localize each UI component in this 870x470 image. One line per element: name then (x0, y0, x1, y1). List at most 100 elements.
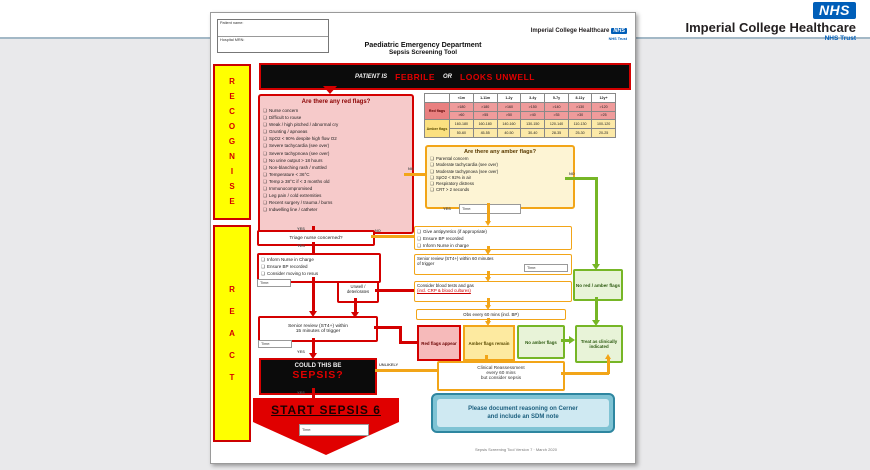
doc-title: Paediatric Emergency Department Sepsis S… (311, 40, 535, 56)
note-line1: Please document reasoning on Cerner (468, 406, 578, 412)
amber-flags-box: Are there any amber flags? ❏Parental con… (425, 145, 575, 209)
unwell-down-line (354, 298, 357, 313)
amber-v-e (487, 318, 490, 322)
yes-label-4: YES (297, 390, 305, 395)
red-arrow-senior (309, 311, 317, 317)
doc-trust-label: NHS Trust (608, 37, 627, 41)
green-arrow1 (592, 264, 600, 270)
amber-arr-d (485, 305, 491, 310)
checkbox-icon: ❏ (263, 143, 268, 149)
inform-time-field: Time: (257, 279, 291, 287)
checklist-item: ❏Nurse concern (263, 108, 299, 113)
redflags-no-line (404, 173, 425, 176)
amber-v-b (487, 246, 490, 251)
checkbox-icon: ❏ (263, 171, 268, 177)
red-flags-box: Are there any red flags? ❏Nurse concern❏… (258, 94, 414, 234)
inform-nurse-list: ❏Inform Nurse in Charge❏Ensure BP record… (261, 256, 377, 277)
trust-label: NHS Trust (824, 35, 856, 42)
checkbox-icon: ❏ (263, 115, 268, 121)
no-red-amber-flags-box: No red / amber flags (573, 269, 623, 301)
checkbox-icon: ❏ (263, 136, 268, 142)
note-line2: and include an SDM note (487, 414, 559, 420)
amber-arr-c (485, 277, 491, 282)
patient-name-field: Patient name: (218, 20, 328, 37)
green-v-line1 (595, 177, 598, 265)
banner-prefix: PATIENT IS (355, 73, 388, 80)
amber-v-f (485, 355, 488, 361)
amber-actions-list: ❏Give antipyretics (if appropriate)❏Ensu… (417, 228, 569, 249)
green-arrow2 (592, 320, 600, 326)
unwell-box: Unwell /deteriorates (337, 281, 379, 303)
green-to-treat-arrow (569, 336, 575, 344)
start-sepsis6-label: START SEPSIS 6 (271, 403, 381, 417)
checklist-item: ❏Temperature < 36°C (263, 171, 310, 177)
sepsis6-time-field: Time: (299, 424, 369, 436)
documentation-note-box: Please document reasoning on Cerner and … (431, 393, 615, 433)
nhs-logo: NHS (812, 2, 856, 19)
checklist-item: ❏No urine output > 18 hours (263, 157, 323, 163)
checkbox-icon: ❏ (263, 129, 268, 135)
checkbox-icon: ❏ (263, 108, 268, 113)
checkbox-icon: ❏ (417, 236, 422, 242)
treat-clinically-box: Treat as clinically indicated (575, 325, 623, 363)
checkbox-icon: ❏ (263, 200, 268, 206)
checkbox-icon: ❏ (263, 186, 268, 192)
red-main-line-c (312, 277, 315, 312)
bloods-to-unwell-line (375, 289, 414, 292)
outcome-red-flags-appear: Red flags appear (417, 325, 461, 361)
amber-v-a (487, 203, 490, 222)
obs-box: Obs every 60 mins (incl. BP) (416, 309, 566, 320)
checklist-item: ❏Severe tachycardia (see over) (263, 143, 330, 149)
red-flags-title: Are there any red flags? (301, 99, 371, 105)
sepsis-question-line2: SEPSIS? (292, 369, 344, 381)
checklist-item: ❏Respiratory distress (430, 181, 475, 187)
yes-label-1: YES (297, 226, 305, 231)
checklist-item: ❏Immunocompromised (263, 186, 313, 192)
checklist-item: ❏Recent surgery / trauma / burns (263, 200, 333, 206)
doc-org-name: Imperial College Healthcare (530, 28, 610, 34)
checkbox-icon: ❏ (261, 257, 266, 262)
red-arrow-sepsis (309, 353, 317, 359)
amber-no-label: NO (569, 171, 575, 176)
unlikely-line (375, 369, 437, 372)
checklist-item: ❏Give antipyretics (if appropriate) (417, 229, 487, 234)
doc-title-line1: Paediatric Emergency Department (364, 40, 482, 49)
unlikely-label: UNLIKELY (379, 362, 399, 367)
checklist-item: ❏Weak / high pitched / abnormal cry (263, 122, 339, 128)
green-to-treat-line (561, 339, 571, 342)
red-main-line-b (312, 242, 315, 253)
outcome-no-amber-flags: No amber flags (517, 325, 565, 359)
checklist-item: ❏SpO2 < 90% despite high flow O2 (263, 136, 337, 142)
checkbox-icon: ❏ (263, 193, 268, 199)
patient-status-banner: PATIENT IS FEBRILE OR LOOKS UNWELL (259, 63, 631, 90)
reassess-loop-v (607, 359, 610, 374)
yes-label-2: YES (297, 243, 305, 248)
triage-no-line (371, 235, 414, 238)
red-main-line-e (312, 388, 315, 398)
checkbox-icon: ❏ (430, 156, 435, 161)
checkbox-icon: ❏ (430, 174, 435, 180)
doc-nhs-logo: NHS (611, 28, 627, 34)
red-step-v (399, 326, 402, 343)
checkbox-icon: ❏ (430, 168, 435, 174)
yes-label-3: YES (297, 349, 305, 354)
checklist-item: ❏Grunting / apnoeas (263, 129, 308, 135)
senior15-time-field: Time: (258, 340, 292, 348)
hospital-mrn-field: Hospital MRN: (220, 38, 245, 42)
amber-yes-label: YES (443, 206, 451, 211)
amber-arr-a (485, 221, 491, 226)
checklist-item: ❏Leg pain / cold extremities (263, 193, 322, 199)
doc-title-line2: Sepsis Screening Tool (388, 49, 458, 56)
outcome-amber-flags-remain: Amber flags remain (463, 325, 515, 361)
checklist-item: ❏Ensure BP recorded (261, 264, 308, 270)
checkbox-icon: ❏ (263, 207, 268, 213)
red-main-line-a (312, 226, 315, 230)
consider-bloods-box: Consider blood tests and gas (incl. CRP … (414, 281, 572, 302)
checklist-item: ❏Difficult to rouse (263, 115, 302, 121)
document-page: Patient name: Hospital MRN: Imperial Col… (210, 12, 636, 464)
checklist-item: ❏SpO2 < 92% in air (430, 174, 472, 180)
